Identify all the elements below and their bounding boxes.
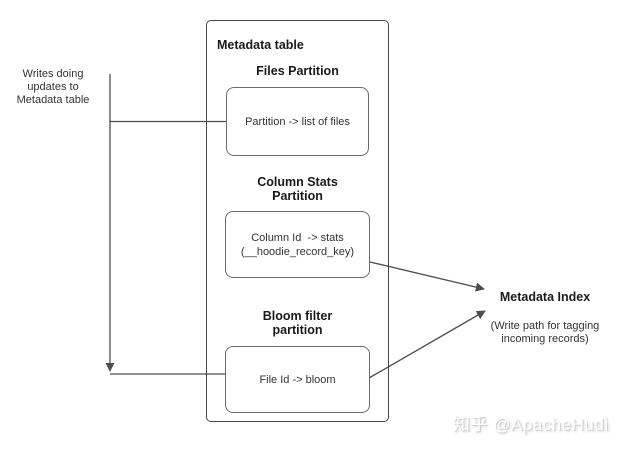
files-partition-box: Partition -> list of files [226,87,369,156]
bloom-filter-text: File Id -> bloom [259,373,336,386]
column-stats-partition-box: Column Id -> stats (__hoodie_record_key) [225,211,370,278]
writes-note: Writes doing updates to Metadata table [16,68,90,106]
column-stats-text-line2: (__hoodie_record_key) [240,245,355,258]
column-stats-partition-title: Column Stats Partition [257,175,338,203]
column-stats-text-line1: Column Id -> stats [251,231,344,244]
column-stats-to-index-arrow [369,261,485,292]
files-partition-title: Files Partition [256,64,339,78]
files-partition-text: Partition -> list of files [245,115,350,128]
metadata-table-container [206,20,389,422]
metadata-index-title: Metadata Index [499,290,591,304]
bloom-filter-partition-box: File Id -> bloom [225,346,370,413]
bloom-filter-partition-title: Bloom filter partition [262,309,333,337]
zhihu-watermark: 知乎 @ApacheHudi [453,415,609,434]
metadata-table-title: Metadata table [217,38,304,52]
metadata-index-subtitle: (Write path for tagging incoming records… [490,320,600,345]
